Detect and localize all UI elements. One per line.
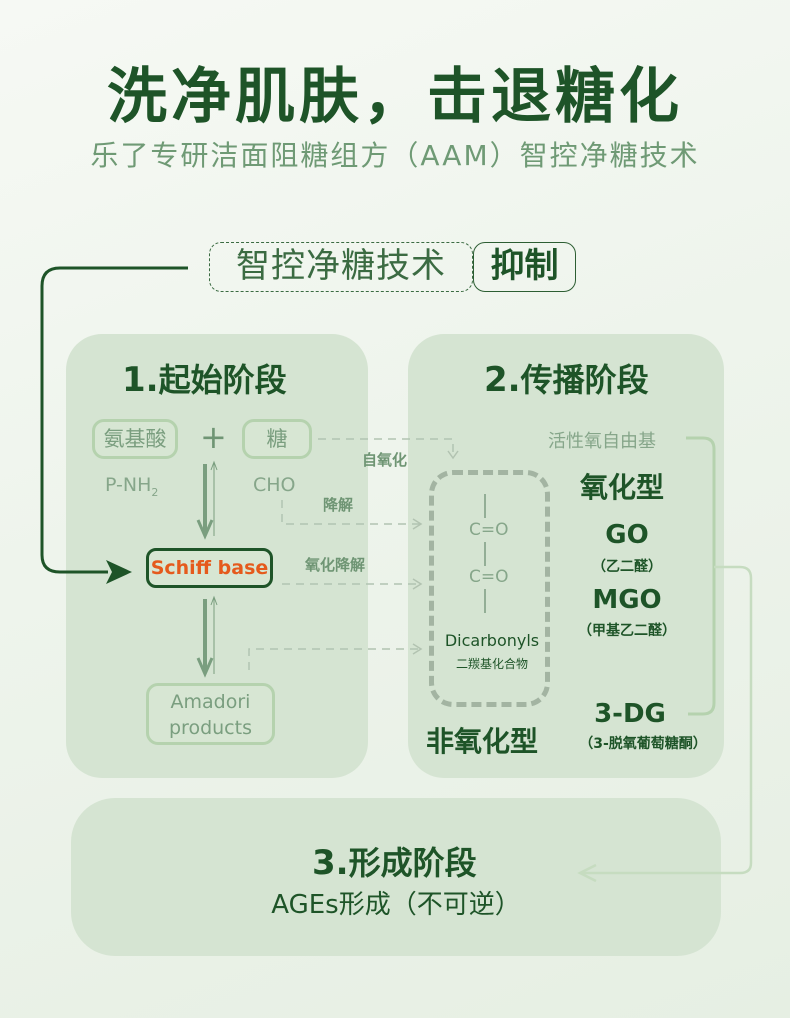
non-oxidative-type-label: 非氧化型 xyxy=(426,725,539,758)
amino-acid-pill: 氨基酸 xyxy=(92,419,178,459)
oxidative-bracket xyxy=(686,436,716,716)
stage2-title-text: 传播阶段 xyxy=(520,361,649,399)
stage2-title: 2.传播阶段 xyxy=(484,355,649,401)
3dg-name: （3-脱氧葡萄糖酮） xyxy=(579,736,707,752)
amadori-products-box: Amadori products xyxy=(146,683,275,745)
page-title: 洗净肌肤，击退糖化 xyxy=(107,62,683,132)
forward-arrowhead-1 xyxy=(196,519,214,540)
amadori-line2: products xyxy=(169,717,252,739)
amadori-path xyxy=(248,648,420,670)
dicarbonyl-cn: 二羰基化合物 xyxy=(455,657,528,671)
stage3-panel xyxy=(71,798,721,956)
page-subtitle: 乐了专研洁面阻糖组方（AAM）智控净糖技术 xyxy=(90,139,700,172)
carbonyl-1: C=O xyxy=(469,520,509,540)
degradation-label: 降解 xyxy=(323,496,354,514)
inhibit-label: 抑制 xyxy=(473,242,576,292)
stage1-title: 1.起始阶段 xyxy=(122,355,287,401)
oxidative-type-label: 氧化型 xyxy=(580,471,665,504)
dicarbonyl-box xyxy=(429,470,550,707)
dicarbonyl-en: Dicarbonyls xyxy=(444,631,540,650)
stage3-description: AGEs形成（不可逆） xyxy=(271,890,521,920)
stage3-title: 3.形成阶段 xyxy=(312,838,477,884)
auto-oxidation-label: 自氧化 xyxy=(362,451,408,469)
stage3-arrowhead xyxy=(577,863,597,883)
3dg-abbr: 3-DG xyxy=(594,699,666,729)
technology-label: 智控净糖技术 xyxy=(209,242,473,292)
bond-line-middle xyxy=(484,542,486,566)
amino-formula-text: P-NH xyxy=(105,474,152,496)
go-abbr: GO xyxy=(605,520,649,550)
oxidative-degradation-label: 氧化降解 xyxy=(305,556,366,574)
stage1-number: 1. xyxy=(122,360,159,400)
stage2-number: 2. xyxy=(484,360,521,400)
forward-arrowhead-2 xyxy=(196,657,214,678)
sugar-formula: CHO xyxy=(253,474,296,496)
stage1-title-text: 起始阶段 xyxy=(158,361,287,399)
plus-sign: + xyxy=(200,418,227,456)
reverse-arrowhead-2 xyxy=(210,595,218,606)
bond-line-bottom xyxy=(484,589,486,613)
sugar-pill: 糖 xyxy=(242,419,312,459)
oxidative-degradation-arrowhead xyxy=(412,578,423,590)
inhibit-arrowhead xyxy=(106,560,132,584)
carbonyl-2: C=O xyxy=(469,567,509,587)
mgo-name: （甲基乙二醛） xyxy=(578,623,676,639)
ros-label: 活性氧自由基 xyxy=(548,431,656,452)
stage3-title-text: 形成阶段 xyxy=(348,844,477,882)
amadori-arrowhead xyxy=(412,643,423,655)
go-name: （乙二醛） xyxy=(592,559,662,575)
schiff-base-box: Schiff base xyxy=(146,548,273,588)
amino-formula-subscript: 2 xyxy=(151,485,159,499)
reverse-arrowhead-1 xyxy=(210,460,218,471)
bond-line-top xyxy=(484,494,486,518)
amadori-line1: Amadori xyxy=(170,691,251,713)
auto-oxidation-arrowhead xyxy=(447,450,459,460)
stage3-connector xyxy=(580,565,753,875)
inhibit-connector xyxy=(40,266,188,574)
amino-formula: P-NH2 xyxy=(105,474,158,499)
mgo-abbr: MGO xyxy=(592,585,662,615)
degradation-path xyxy=(281,500,420,525)
degradation-arrowhead xyxy=(412,518,423,530)
auto-oxidation-path xyxy=(318,438,454,456)
stage3-number: 3. xyxy=(312,843,349,883)
